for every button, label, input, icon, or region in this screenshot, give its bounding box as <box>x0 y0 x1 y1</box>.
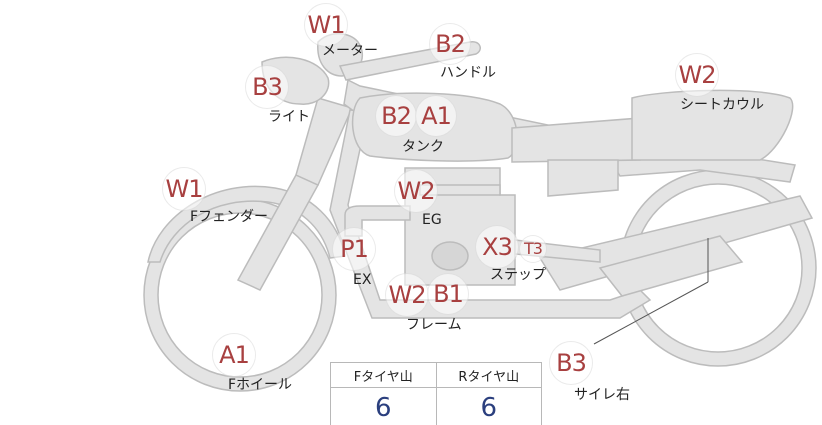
tank-label: タンク <box>402 139 444 155</box>
front-tire-tread-header: Fタイヤ山 <box>330 362 437 388</box>
handle-grade-badge: B2 <box>430 24 470 64</box>
rear-tire-tread-header: Rタイヤ山 <box>435 362 542 388</box>
frame-grade-badge-b1: B1 <box>428 274 468 314</box>
muffler-shape <box>598 235 744 297</box>
rear-tire-tread-value: 6 <box>435 387 542 425</box>
muffler-leader-diagonal <box>593 281 709 345</box>
front-wheel-inner <box>157 212 323 378</box>
seat-cowl-grade-badge: W2 <box>676 54 718 96</box>
tank-grade-badge-a1: A1 <box>416 96 456 136</box>
handle-label: ハンドル <box>440 65 496 81</box>
front-wheel-label: Fホイール <box>228 377 293 393</box>
muffler-right-label: サイレ右 <box>574 387 630 403</box>
meter-grade-badge: W1 <box>305 4 347 46</box>
tank-grade-badge-b2: B2 <box>376 96 416 136</box>
muffler-right-grade-badge: B3 <box>550 342 592 384</box>
seat-cowl-label: シートカウル <box>680 97 764 113</box>
front-fork-upper <box>295 97 354 186</box>
front-fender-grade-badge: W1 <box>163 168 205 210</box>
engine-label: EG <box>422 212 442 228</box>
meter-label: メーター <box>322 43 378 59</box>
step-grade-badge: X3 <box>476 226 518 268</box>
exhaust-label: EX <box>353 272 372 288</box>
side-cover <box>547 159 619 197</box>
engine-cover <box>431 241 469 271</box>
step-sub-grade-badge: T3 <box>520 236 546 262</box>
front-wheel-grade-badge: A1 <box>213 334 255 376</box>
front-fender-label: Fフェンダー <box>190 209 269 225</box>
exhaust-grade-badge: P1 <box>333 228 375 270</box>
tire-tread-header-row: Fタイヤ山 Rタイヤ山 <box>330 362 542 388</box>
frame-grade-badge-w2: W2 <box>386 274 428 316</box>
engine-grade-badge: W2 <box>395 170 437 212</box>
tire-tread-value-row: 6 6 <box>330 387 542 425</box>
tire-tread-table: Fタイヤ山 Rタイヤ山 6 6 <box>330 362 542 425</box>
front-tire-tread-value: 6 <box>330 387 437 425</box>
light-label: ライト <box>268 109 310 125</box>
light-grade-badge: B3 <box>246 66 288 108</box>
seat-cowl-shape <box>631 89 794 161</box>
frame-label: フレーム <box>406 317 462 333</box>
step-label: ステップ <box>490 267 546 283</box>
